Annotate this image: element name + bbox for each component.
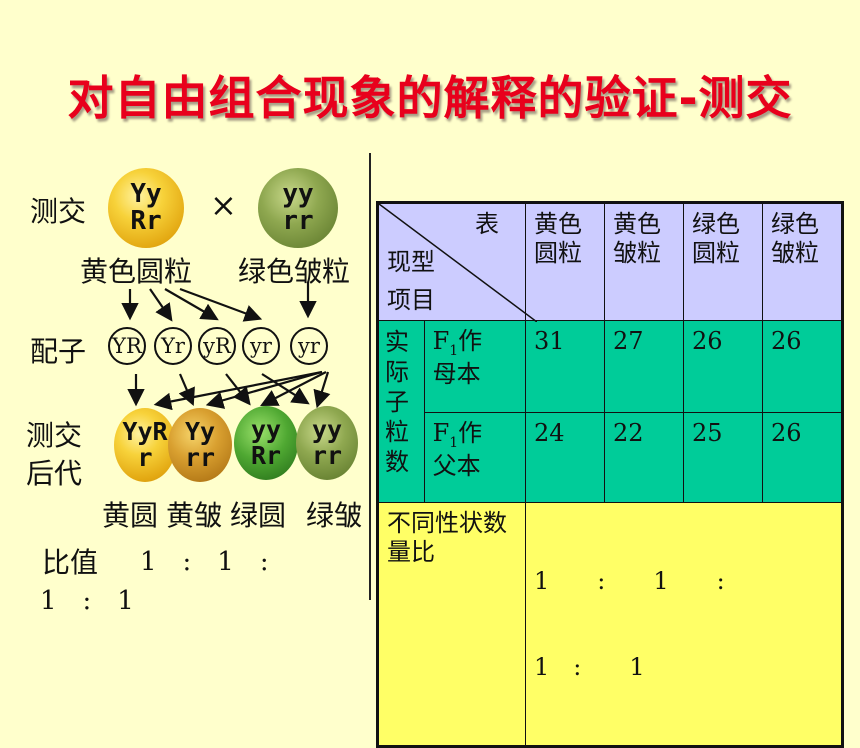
parent1-genotype-line1: Yy	[130, 178, 162, 209]
gamete-Yr: Yr	[154, 327, 192, 365]
row1-label-sub: 1	[449, 342, 459, 359]
ratio-label: 比值	[42, 546, 99, 579]
corner-bottom-text: 项目	[387, 286, 435, 314]
gamete-YR: YR	[108, 327, 146, 365]
offspring-name-3: 绿圆	[230, 499, 287, 532]
ratio-row-value: 1 : 1 : 1 : 1	[525, 501, 843, 748]
ratio-row-line1: 1 : 1 :	[534, 566, 725, 595]
ratio-line1: 1 : 1 :	[140, 547, 269, 577]
col-header-green-round: 绿色圆粒	[683, 202, 763, 321]
corner-mid-text: 现型	[387, 248, 435, 276]
parent1-phenotype: 黄色圆粒	[80, 255, 193, 288]
col-header-yellow-wrinkled: 黄色皱粒	[604, 202, 684, 321]
offspring-label-1: 测交	[26, 419, 83, 452]
gamete-yr-2: yr	[290, 327, 328, 365]
page-title: 对自由组合现象的解释的验证-测交	[67, 71, 793, 125]
cell-male-green-round: 25	[683, 412, 763, 503]
cell-female-yellow-round: 31	[525, 320, 605, 413]
table-corner-cell: 表 现型 项目	[377, 202, 537, 322]
offspring-genotype-3a: yy	[250, 414, 282, 444]
row-group-label: 实际子粒数	[377, 320, 425, 503]
offspring-genotype-3b: Rr	[250, 441, 282, 470]
offspring-genotype-4b: rr	[311, 441, 343, 470]
parent2-phenotype: 绿色皱粒	[238, 255, 351, 288]
cell-female-green-wrinkled: 26	[762, 320, 843, 413]
col-header-yellow-round: 黄色圆粒	[525, 202, 605, 321]
row2-label-f: F	[432, 419, 450, 447]
offspring-genotype-1b: r	[137, 443, 153, 472]
results-table: 表 现型 项目 黄色圆粒 黄色皱粒 绿色圆粒 绿色皱粒 实际子粒数 F1作 母本…	[376, 201, 844, 748]
vertical-divider	[369, 153, 371, 600]
parent2-genotype-line1: yy	[282, 178, 314, 209]
gamete-yR: yR	[198, 327, 236, 365]
row2-label-role: 父本	[432, 451, 481, 480]
gamete-label: 配子	[30, 335, 87, 368]
row2-label-sub: 1	[449, 434, 459, 451]
offspring-genotype-2a: Yy	[184, 416, 216, 446]
cell-male-yellow-wrinkled: 22	[604, 412, 684, 503]
row1-label-f: F	[432, 327, 450, 355]
gamete-yr-1: yr	[242, 327, 280, 365]
cell-male-green-wrinkled: 26	[762, 412, 843, 503]
offspring-genotype-2b: rr	[184, 443, 216, 472]
col-header-green-wrinkled: 绿色皱粒	[762, 202, 843, 321]
offspring-name-4: 绿皱	[306, 499, 363, 532]
cell-female-yellow-wrinkled: 27	[604, 320, 684, 413]
row-group-text: 实际子粒数	[385, 328, 409, 476]
offspring-genotype-1a: YyR	[122, 416, 168, 446]
ratio-row-line2: 1 : 1	[534, 652, 645, 681]
row1-label-role: 母本	[432, 359, 481, 388]
offspring-name-2: 黄皱	[166, 499, 223, 532]
row-label-male: F1作 父本	[423, 412, 527, 503]
row-label-female: F1作 母本	[423, 320, 527, 413]
offspring-name-1: 黄圆	[102, 499, 159, 532]
testcross-label: 测交	[30, 195, 87, 228]
corner-top-text: 表	[475, 210, 499, 238]
row1-label-rest: 作	[458, 327, 483, 355]
row2-label-rest: 作	[458, 419, 483, 447]
cell-male-yellow-round: 24	[525, 412, 605, 503]
parent2-genotype-line2: rr	[282, 206, 314, 236]
offspring-genotype-4a: yy	[311, 414, 343, 444]
ratio-row-label-text: 不同性状数量比	[387, 509, 507, 566]
offspring-label-2: 后代	[26, 457, 83, 490]
ratio-line2: 1 : 1	[40, 586, 134, 616]
ratio-row-label: 不同性状数量比	[377, 501, 526, 748]
cell-female-green-round: 26	[683, 320, 763, 413]
cross-arrows	[121, 282, 331, 411]
cross-symbol: ×	[210, 186, 237, 224]
parent1-genotype-line2: Rr	[130, 206, 162, 236]
corner-diagonal	[379, 204, 537, 322]
